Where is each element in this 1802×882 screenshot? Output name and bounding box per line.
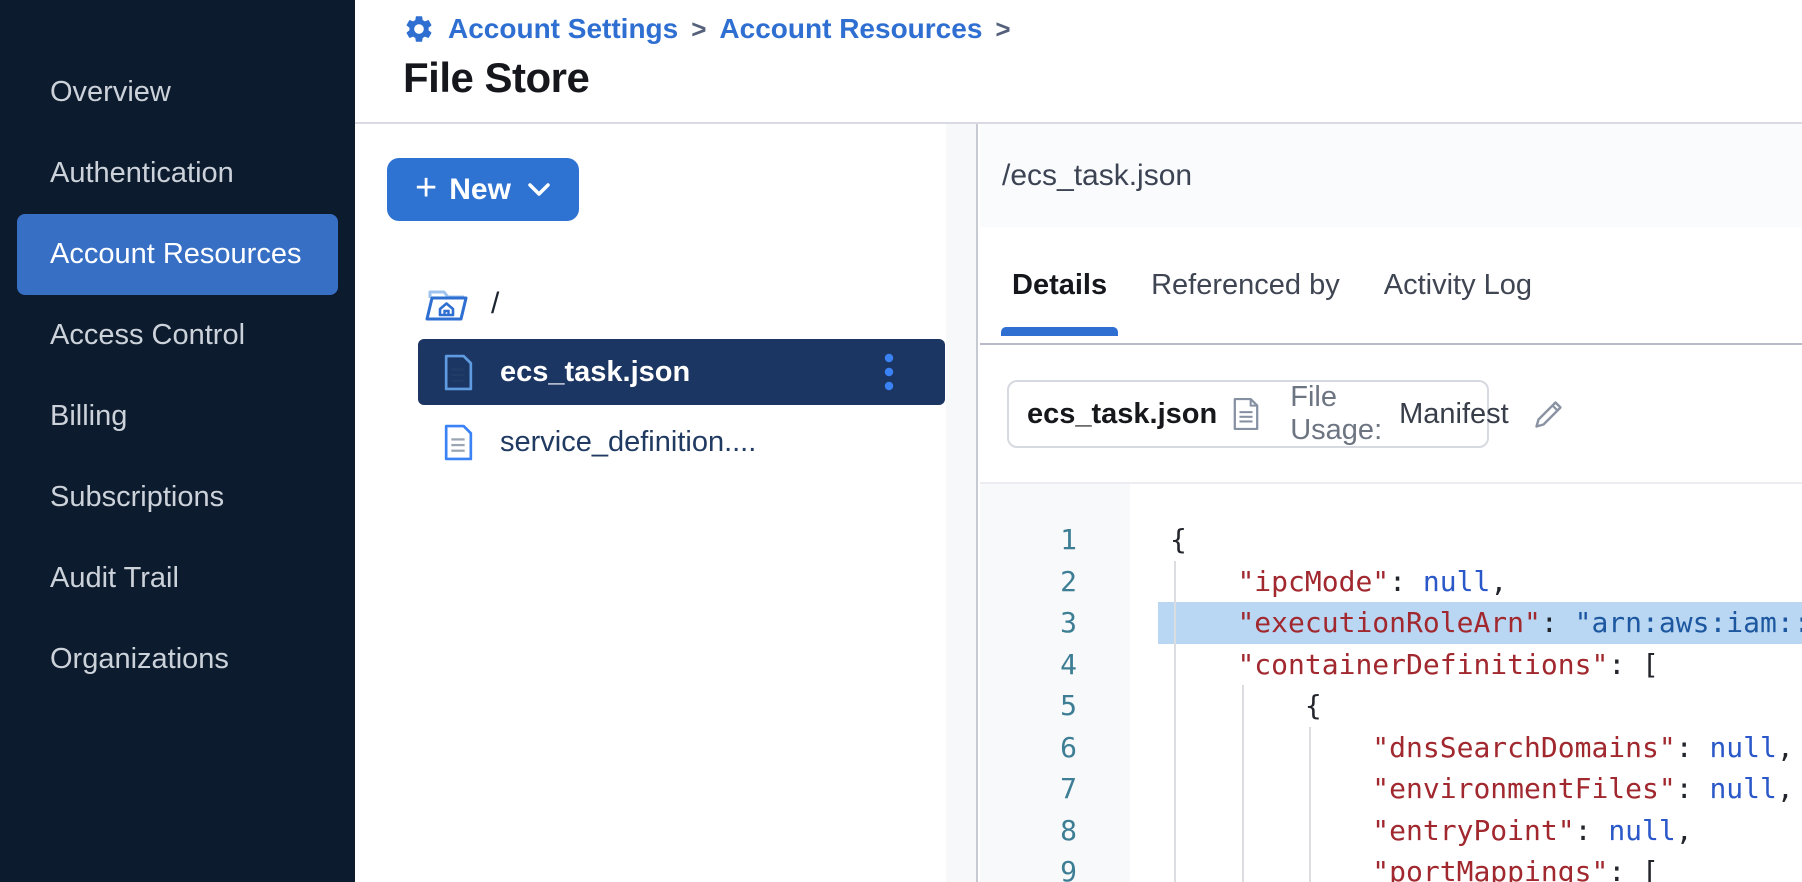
tab-activity-log[interactable]: Activity Log: [1383, 268, 1533, 301]
file-row-service-definition[interactable]: service_definition....: [418, 409, 945, 475]
file-list: ecs_task.json service_definition....: [418, 339, 945, 475]
file-label: ecs_task.json: [500, 355, 691, 388]
line-number: 1: [1060, 523, 1077, 557]
folder-home-icon: [423, 285, 471, 323]
sidebar-item-organizations[interactable]: Organizations: [50, 643, 229, 675]
code-text: "environmentFiles": null,: [1372, 772, 1794, 806]
tabs-bar: Details Referenced by Activity Log: [980, 227, 1802, 345]
indent-guide: [1242, 809, 1244, 851]
file-row-ecs-task-json[interactable]: ecs_task.json: [418, 339, 945, 405]
indent-guide: [1242, 726, 1244, 768]
code-text: "dnsSearchDomains": null,: [1372, 730, 1794, 764]
breadcrumb-separator: >: [691, 13, 707, 44]
line-number: 9: [1060, 855, 1077, 882]
document-icon: [443, 354, 474, 391]
document-icon: [1232, 397, 1260, 431]
indent-guide: [1309, 768, 1311, 810]
code-line-8[interactable]: 8 "entryPoint": null,: [980, 809, 1802, 851]
main-header: Account Settings > Account Resources > File…: [355, 0, 1802, 124]
code-viewer: 1{2 "ipcMode": null,3 "executionRoleArn"…: [980, 482, 1802, 882]
indent-guide: [1242, 685, 1244, 727]
code-line-4[interactable]: 4 "containerDefinitions": [: [980, 643, 1802, 685]
kebab-menu-icon[interactable]: [877, 349, 901, 395]
indent-guide: [1174, 685, 1176, 727]
root-folder-row[interactable]: /: [423, 285, 976, 323]
line-number-gutter: [980, 484, 1130, 882]
indent-guide: [1242, 768, 1244, 810]
file-store-panel: + New / ecs_task.json service_definition.…: [355, 124, 978, 882]
code-text: "ipcMode": null,: [1237, 564, 1508, 598]
line-number: 7: [1060, 772, 1077, 806]
code-line-9[interactable]: 9 "portMappings": [: [980, 851, 1802, 882]
code-text: "entryPoint": null,: [1372, 813, 1693, 847]
indent-guide: [1174, 560, 1176, 602]
code-line-1[interactable]: 1{: [980, 519, 1802, 561]
plus-icon: +: [415, 167, 438, 209]
code-text: {: [1304, 689, 1322, 723]
file-usage-label: File Usage:: [1290, 381, 1383, 446]
indent-guide: [1242, 851, 1244, 882]
tab-details[interactable]: Details: [1000, 261, 1119, 336]
code-line-7[interactable]: 7 "environmentFiles": null,: [980, 768, 1802, 810]
file-name: ecs_task.json: [1027, 397, 1218, 430]
file-path: /ecs_task.json: [1002, 158, 1193, 192]
sidebar-item-subscriptions[interactable]: Subscriptions: [50, 481, 225, 513]
indent-guide: [1174, 726, 1176, 768]
code-line-5[interactable]: 5 {: [980, 685, 1802, 727]
file-label: service_definition....: [500, 425, 757, 458]
edit-usage-button[interactable]: [1532, 397, 1566, 431]
page-title: File Store: [403, 54, 590, 101]
code-text: "portMappings": [: [1372, 855, 1659, 882]
indent-guide: [1309, 809, 1311, 851]
document-icon: [443, 424, 474, 461]
sidebar-item-account-resources[interactable]: Account Resources: [17, 214, 338, 295]
sidebar-item-access-control[interactable]: Access Control: [50, 319, 246, 351]
file-path-header: /ecs_task.json: [980, 124, 1802, 227]
root-folder-label: /: [491, 287, 500, 320]
breadcrumb-separator: >: [995, 13, 1011, 44]
tab-referenced-by[interactable]: Referenced by: [1151, 268, 1340, 301]
line-number: 2: [1060, 564, 1077, 598]
line-number: 6: [1060, 730, 1077, 764]
code-line-2[interactable]: 2 "ipcMode": null,: [980, 560, 1802, 602]
code-line-3[interactable]: 3 "executionRoleArn": "arn:aws:iam::: [980, 602, 1802, 644]
breadcrumb-link-account-resources[interactable]: Account Resources: [719, 13, 983, 44]
scrollbar-track[interactable]: [946, 124, 976, 882]
line-number: 4: [1060, 647, 1077, 681]
file-info-card: ecs_task.json File Usage: Manifest: [1007, 380, 1562, 448]
indent-guide: [1309, 851, 1311, 882]
code-text: "executionRoleArn": "arn:aws:iam::: [1158, 602, 1802, 644]
sidebar-item-billing[interactable]: Billing: [50, 400, 128, 432]
details-content: ecs_task.json File Usage: Manifest: [980, 345, 1802, 882]
chevron-down-icon: [527, 182, 551, 198]
sidebar-item-audit-trail[interactable]: Audit Trail: [50, 562, 179, 594]
line-number: 5: [1060, 689, 1077, 723]
breadcrumb: Account Settings > Account Resources >: [403, 10, 1802, 48]
line-number: 8: [1060, 813, 1077, 847]
sidebar-item-authentication[interactable]: Authentication: [50, 157, 234, 189]
indent-guide: [1174, 809, 1176, 851]
file-usage-value: Manifest: [1399, 397, 1509, 430]
code-text: "containerDefinitions": [: [1237, 647, 1659, 681]
line-number: 3: [1060, 606, 1077, 640]
indent-guide: [1174, 643, 1176, 685]
indent-guide: [1309, 726, 1311, 768]
indent-guide: [1174, 602, 1176, 644]
indent-guide: [1174, 768, 1176, 810]
code-text: {: [1170, 523, 1187, 557]
indent-guide: [1174, 851, 1176, 882]
sidebar-item-overview[interactable]: Overview: [50, 76, 171, 108]
code-lines: 1{2 "ipcMode": null,3 "executionRoleArn"…: [980, 484, 1802, 882]
new-button[interactable]: + New: [387, 158, 579, 221]
code-line-6[interactable]: 6 "dnsSearchDomains": null,: [980, 726, 1802, 768]
file-detail-panel: /ecs_task.json Details Referenced by Activ…: [980, 124, 1802, 882]
breadcrumb-link-account-settings[interactable]: Account Settings: [448, 13, 679, 44]
new-button-label: New: [449, 172, 511, 206]
gear-icon: [403, 13, 435, 45]
